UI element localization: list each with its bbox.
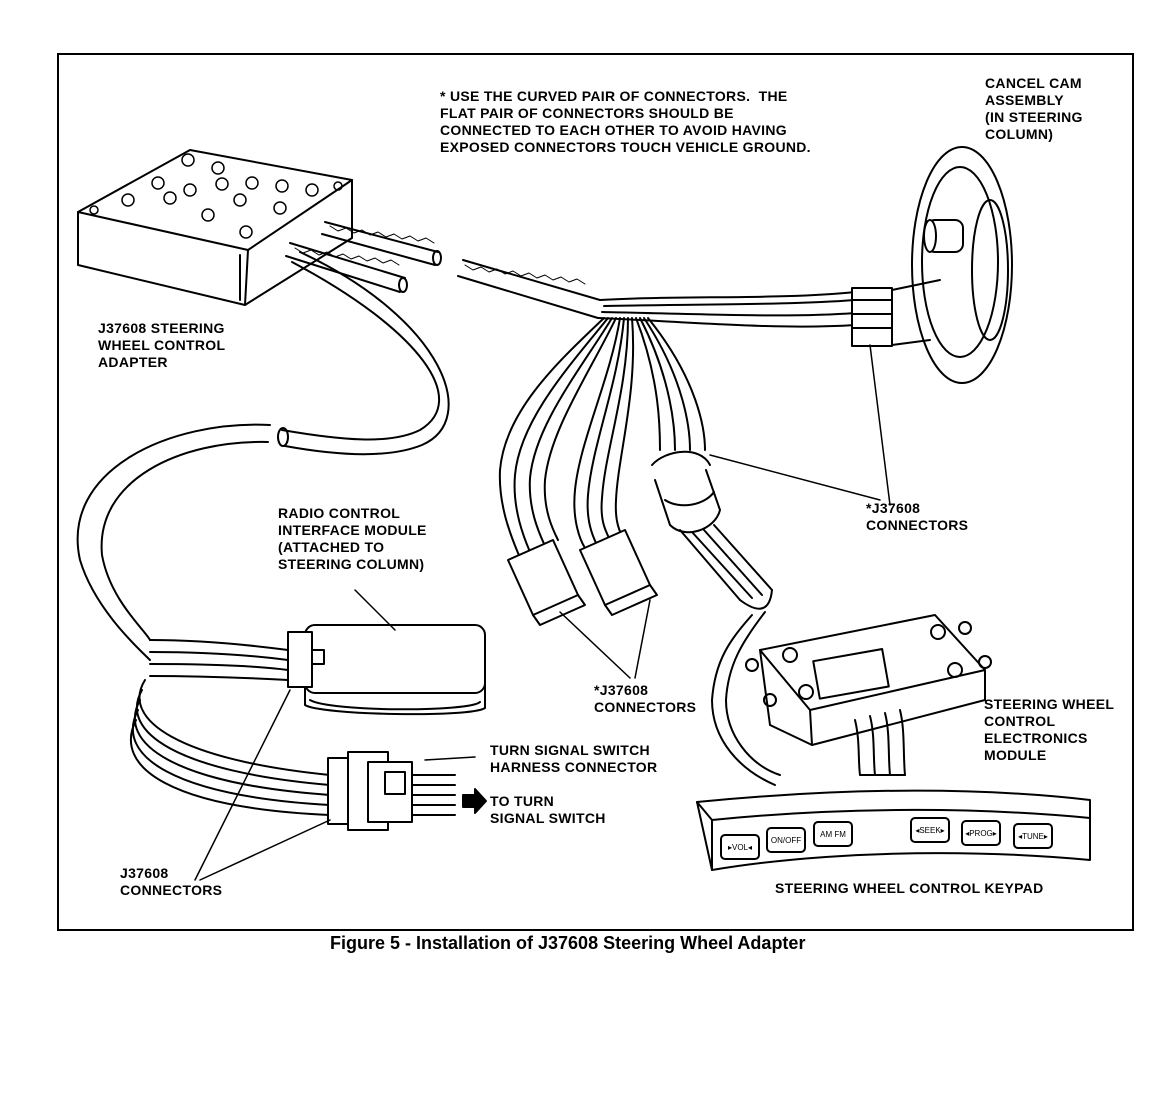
- harness-wires: [130, 639, 456, 831]
- figure-frame: [57, 53, 1134, 931]
- keypad-label: STEERING WHEEL CONTROL KEYPAD: [775, 880, 1044, 896]
- adapter-cables: [285, 221, 601, 319]
- cancel-cam: [891, 146, 1013, 384]
- flat-connectors: [507, 529, 658, 626]
- key-am-fm[interactable]: AM FM: [813, 821, 853, 847]
- to-turn-signal-label: TO TURN SIGNAL SWITCH: [490, 793, 606, 826]
- radio-module-label: RADIO CONTROL INTERFACE MODULE (ATTACHED…: [278, 505, 427, 572]
- key-prog[interactable]: ◂PROG▸: [961, 820, 1001, 846]
- radio-module: [287, 624, 486, 716]
- electronics-module: [745, 614, 992, 776]
- connectors-center-label: *J37608 CONNECTORS: [594, 682, 697, 715]
- cancel-cam-label: CANCEL CAM ASSEMBLY (IN STEERING COLUMN): [985, 75, 1083, 142]
- round-connector: [651, 450, 781, 786]
- connectors-left-label: J37608 CONNECTORS: [120, 865, 223, 898]
- turn-signal-harness-label: TURN SIGNAL SWITCH HARNESS CONNECTOR: [490, 742, 658, 775]
- adapter-box: [77, 149, 353, 306]
- key-vol[interactable]: ▸VOL◂: [720, 834, 760, 860]
- key-on-off[interactable]: ON/OFF: [766, 827, 806, 853]
- leader-lines: [194, 344, 891, 881]
- loop-cable: [76, 251, 450, 661]
- electronics-module-label: STEERING WHEEL CONTROL ELECTRONICS MODUL…: [984, 696, 1115, 763]
- key-seek[interactable]: ◂SEEK▸: [910, 817, 950, 843]
- connectors-right-label: *J37608 CONNECTORS: [866, 500, 969, 533]
- split-wires: [498, 317, 706, 559]
- adapter-label: J37608 STEERING WHEEL CONTROL ADAPTER: [98, 320, 226, 370]
- note-text: * USE THE CURVED PAIR OF CONNECTORS. THE…: [440, 88, 811, 155]
- arrow-icon: [462, 788, 487, 814]
- figure-caption: Figure 5 - Installation of J37608 Steeri…: [330, 933, 806, 953]
- key-tune[interactable]: ◂TUNE▸: [1013, 823, 1053, 849]
